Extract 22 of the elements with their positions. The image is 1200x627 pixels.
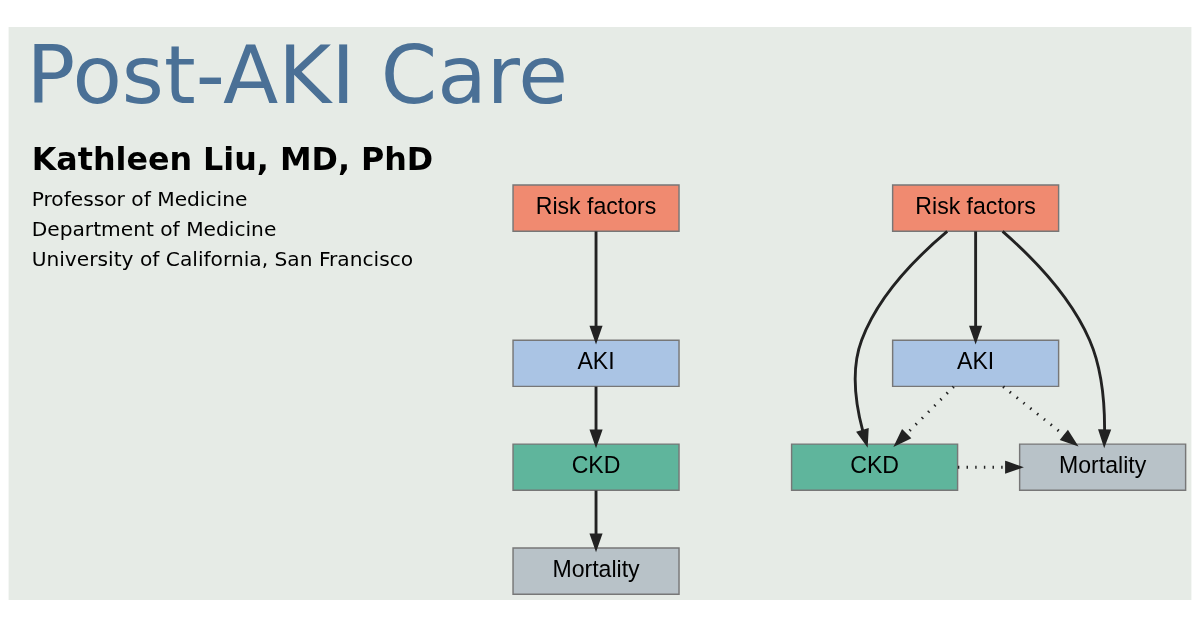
arrow [853,230,949,448]
node-box: Risk factors [891,184,1060,232]
arrow [589,231,603,345]
node-box: Mortality [512,547,680,595]
node-box: Mortality [1018,443,1187,492]
diagram-title: Post-AKI Care [26,28,568,123]
arrow [1001,230,1112,449]
arrow [1002,385,1079,447]
node-box: CKD [790,443,959,492]
arrow [957,460,1024,474]
node-box: CKD [512,443,680,492]
arrow [589,490,603,553]
arrow [969,231,983,345]
label: Kathleen Liu, MD, PhD [31,141,434,178]
arrow [589,386,603,449]
node-box: AKI [512,339,680,388]
arrow [893,385,955,447]
label: Department of Medicine [31,216,277,241]
label: Professor of Medicine [31,186,248,211]
node-box: AKI [891,339,1060,388]
node-box: Risk factors [512,184,680,232]
label: University of California, San Francisco [31,247,414,272]
